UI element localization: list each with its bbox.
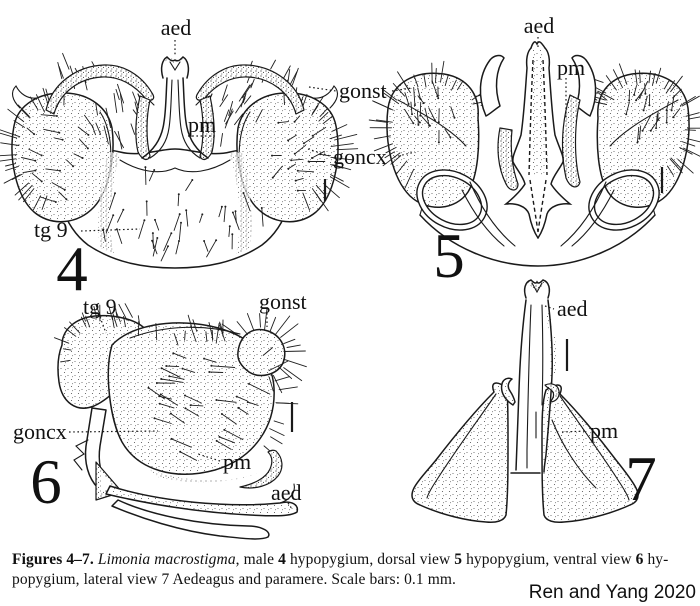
caption-line-1: Figures 4–7. Limonia macrostigma, male 4… — [12, 550, 690, 570]
fig6-lower-blade — [111, 499, 270, 540]
fig6-gonst-label: gonst — [259, 289, 307, 314]
leader-lines — [68, 37, 588, 510]
fig5-left-gonostylus — [479, 54, 505, 117]
figure-plate-svg: aed pm tg 9 4 gonst goncx aed pm 5 tg 9 … — [0, 13, 700, 540]
fig4-right-gonostylus — [195, 64, 305, 115]
fig4-left-gonostylus — [45, 64, 155, 115]
caption-segment: hypopygium, ventral view — [462, 551, 636, 568]
attribution-text: Ren and Yang 2020 — [528, 582, 696, 603]
fig6-number: 6 — [30, 447, 62, 517]
fig4-tg9-leader — [80, 228, 141, 232]
fig5-right-gonocoxite — [596, 72, 690, 209]
fig7-right-hooklet — [544, 383, 560, 403]
fig5-aed-label: aed — [524, 13, 555, 38]
gonst-leader-right — [391, 87, 413, 92]
fig7-pm-label: pm — [590, 418, 618, 443]
caption-segment: Figures 4–7. — [12, 551, 94, 568]
fig6-tg9-leader — [99, 316, 107, 334]
goncx-leader-right — [393, 151, 416, 158]
fig5-drawing — [368, 41, 700, 267]
fig4-number: 4 — [56, 234, 88, 304]
fig6-drawing — [53, 303, 307, 540]
caption-line-2: popygium, lateral view 7 Aedeagus and pa… — [12, 570, 457, 588]
caption-segment: hy- — [643, 551, 669, 568]
fig4-right-paramere — [199, 95, 215, 161]
fig6-gonostylus — [237, 328, 286, 377]
fig5-aedeagus — [503, 47, 539, 239]
fig6-aed-leader — [287, 502, 293, 510]
fig6-paramere-hook — [239, 449, 283, 489]
fig5-number: 5 — [433, 221, 465, 291]
fig7-drawing — [411, 279, 639, 523]
fig4-aedeagus — [160, 56, 190, 79]
fig6-pm-label: pm — [223, 449, 251, 474]
fig6-aedeagus-blade — [105, 485, 299, 517]
fig7-number: 7 — [625, 444, 657, 514]
fig5-pm-label: pm — [557, 55, 585, 80]
caption-segment: hypopygium, dorsal view — [285, 551, 455, 568]
fig7-aedeagus — [523, 279, 551, 299]
fig4-left-gonocoxite — [11, 92, 114, 223]
fig4-left-paramere — [135, 95, 151, 161]
fig5-left-paramere — [497, 127, 519, 191]
fig7-aed-leader — [544, 305, 555, 310]
fig6-aed-label: aed — [271, 480, 302, 505]
fig6-tg9-label: tg 9 — [83, 294, 117, 319]
caption-segment: Limonia macrostigma — [97, 551, 236, 568]
fig7-right-paramere — [541, 384, 639, 523]
fig7-left-paramere — [411, 382, 509, 523]
shared-gonst-label: gonst — [339, 78, 387, 103]
caption-segment: , male — [235, 551, 279, 568]
fig5-left-gonocoxite — [386, 72, 480, 209]
fig4-pm-label: pm — [188, 112, 216, 137]
fig4-right-gonocoxite — [236, 92, 339, 223]
caption-segment: 6 — [635, 551, 644, 568]
fig7-aed-label: aed — [557, 296, 588, 321]
fig7-left-hooklet — [500, 377, 516, 406]
figure-caption: Figures 4–7. Limonia macrostigma, male 4… — [12, 550, 690, 589]
fig5-left-loop — [416, 169, 488, 231]
fig4-drawing — [0, 52, 359, 269]
fig4-aed-label: aed — [161, 15, 192, 40]
caption-segment: 5 — [454, 551, 463, 568]
fig5-right-loop — [588, 169, 660, 231]
gonst-leader-left — [308, 86, 337, 92]
fig6-goncx-label: goncx — [13, 419, 67, 444]
shared-goncx-label: goncx — [333, 144, 387, 169]
fig4-tg9-label: tg 9 — [34, 217, 68, 242]
caption-segment: 4 — [278, 551, 286, 568]
fig5-right-paramere — [561, 94, 581, 188]
